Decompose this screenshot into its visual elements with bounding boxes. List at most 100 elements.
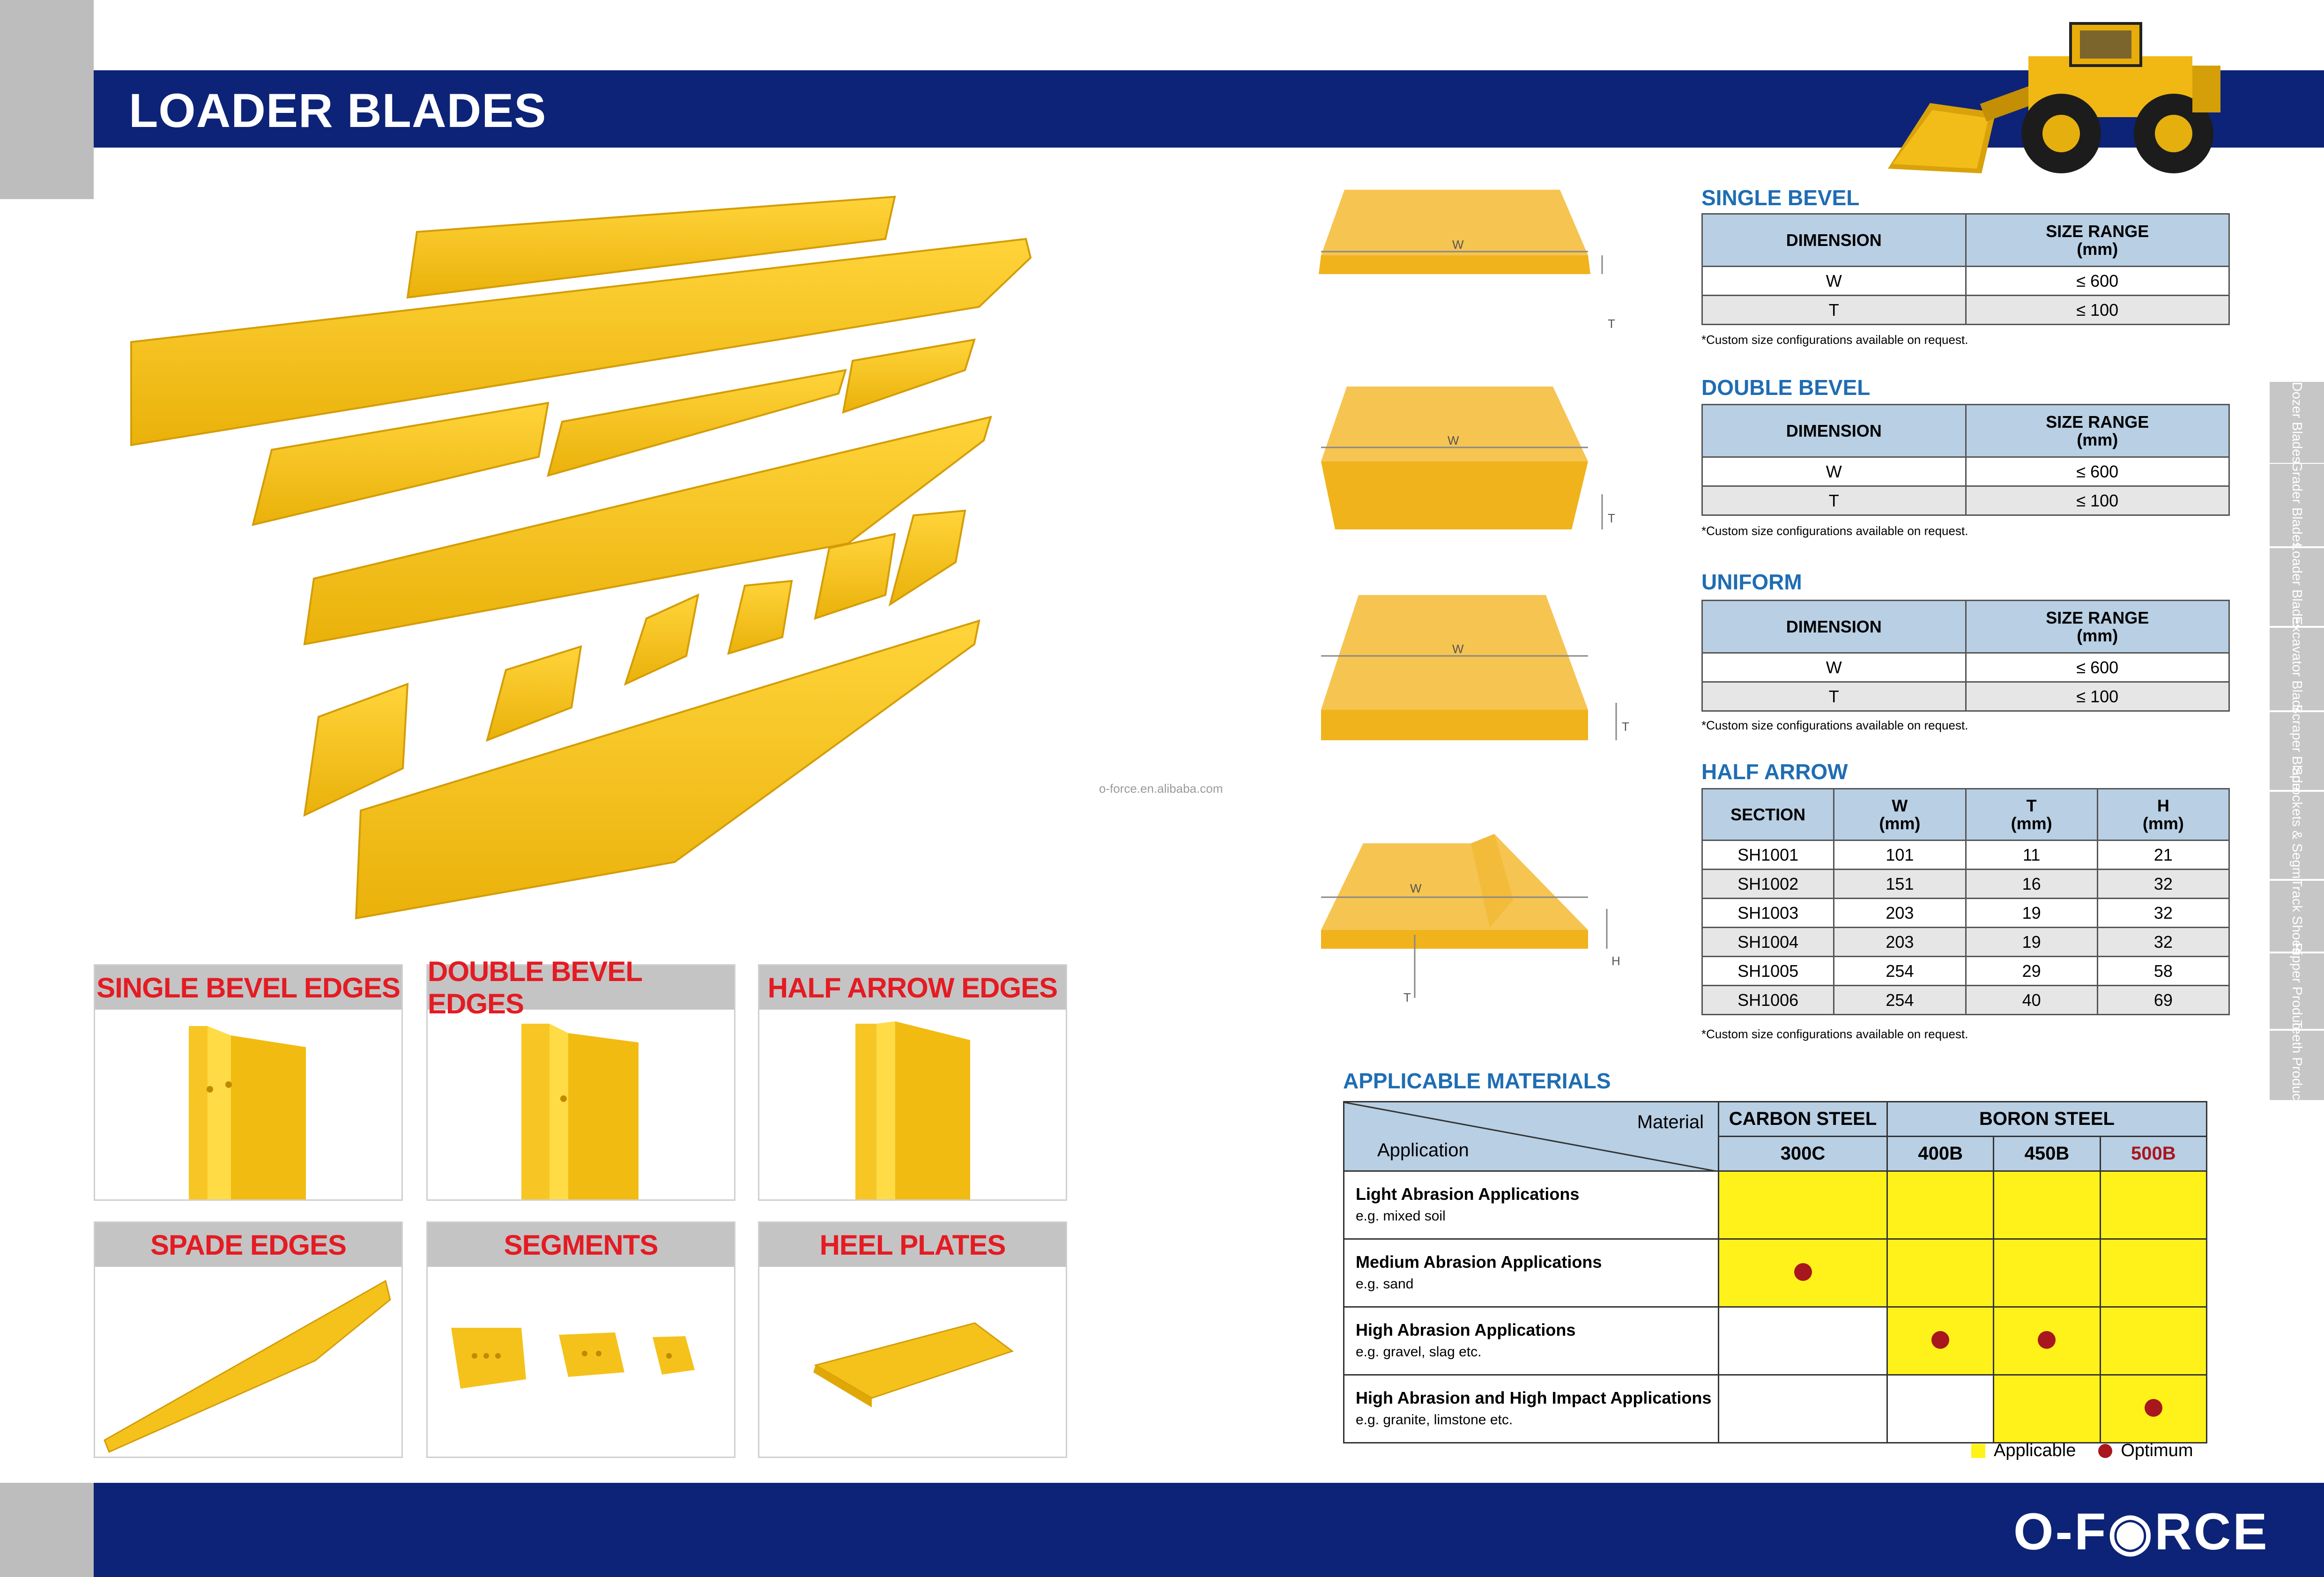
optimum-dot-icon: [1794, 1263, 1812, 1281]
application-cell: High Abrasion and High Impact Applicatio…: [1343, 1374, 1719, 1443]
size-cell: ≤ 100: [1965, 485, 2230, 516]
dim-cell: T: [1701, 681, 1967, 712]
w-header-line1: W: [1892, 796, 1908, 815]
single-bevel-table: DIMENSION SIZE RANGE(mm) W≤ 600 T≤ 100: [1701, 213, 2230, 325]
material-cell: [1993, 1170, 2101, 1240]
w-cell: 203: [1833, 898, 1967, 928]
material-cell: [1993, 1306, 2101, 1376]
application-name: High Abrasion Applications: [1356, 1320, 1576, 1339]
single-bevel-note: *Custom size configurations available on…: [1701, 333, 1968, 347]
application-name: High Abrasion and High Impact Applicatio…: [1356, 1388, 1712, 1407]
t-cell: 40: [1965, 985, 2098, 1015]
half-arrow-edge-image: [759, 1010, 1066, 1199]
material-cell: [1718, 1374, 1888, 1443]
size-cell: ≤ 600: [1965, 456, 2230, 487]
t-label: T: [1403, 990, 1411, 1004]
footer-bar: [94, 1483, 2324, 1577]
half-arrow-note: *Custom size configurations available on…: [1701, 1027, 1968, 1041]
card-single-bevel-edges[interactable]: SINGLE BEVEL EDGES: [94, 964, 403, 1201]
table-row: High Abrasion and High Impact Applicatio…: [1343, 1374, 2208, 1443]
w-label: W: [1448, 433, 1459, 447]
application-example: e.g. sand: [1356, 1276, 1414, 1292]
side-tab-2[interactable]: Loader Blades: [2270, 543, 2324, 631]
optimum-dot-icon: [2038, 1331, 2056, 1349]
o-force-logo: O-F◉RCE: [2013, 1503, 2269, 1561]
uniform-table: DIMENSION SIZE RANGE(mm) W≤ 600 T≤ 100: [1701, 600, 2230, 712]
material-cell: [1993, 1374, 2101, 1443]
h-cell: 58: [2096, 956, 2230, 986]
corner-block-bottom: [0, 1483, 94, 1577]
h-cell: 32: [2096, 869, 2230, 899]
section-cell: SH1003: [1701, 898, 1835, 928]
w-header: W(mm): [1833, 788, 1967, 841]
page-title: LOADER BLADES: [129, 84, 547, 137]
card-title: SINGLE BEVEL EDGES: [95, 966, 401, 1010]
applicable-swatch: [1971, 1443, 1985, 1458]
watermark: o-force.en.alibaba.com: [1099, 781, 1223, 796]
size-cell: ≤ 600: [1965, 652, 2230, 683]
side-tab-7[interactable]: Ripper Products: [2270, 943, 2324, 1040]
uniform-title: UNIFORM: [1701, 570, 1802, 594]
size-range-header: SIZE RANGE(mm): [1965, 600, 2230, 654]
side-tab-1[interactable]: Grader Blades: [2270, 461, 2324, 549]
section-cell: SH1001: [1701, 840, 1835, 870]
h-header-line2: (mm): [2142, 813, 2184, 833]
side-tab-6[interactable]: Track Shoes: [2270, 878, 2324, 954]
side-tab-0[interactable]: Dozer Blades: [2270, 381, 2324, 464]
double-bevel-table: DIMENSION SIZE RANGE(mm) W≤ 600 T≤ 100: [1701, 404, 2230, 516]
grade-header: 400B: [1886, 1136, 1995, 1172]
section-cell: SH1005: [1701, 956, 1835, 986]
grade-header: 450B: [1993, 1136, 2101, 1172]
card-title: SPADE EDGES: [95, 1223, 401, 1267]
h-label: H: [1611, 954, 1620, 968]
card-title: SEGMENTS: [428, 1223, 734, 1267]
corner-header: Material Application: [1343, 1101, 1719, 1172]
w-label: W: [1452, 642, 1464, 656]
size-range-line1: SIZE RANGE: [2046, 608, 2149, 627]
materials-title: APPLICABLE MATERIALS: [1343, 1069, 1611, 1093]
single-bevel-title: SINGLE BEVEL: [1701, 186, 1860, 210]
dim-cell: T: [1701, 295, 1967, 325]
card-double-bevel-edges[interactable]: DOUBLE BEVEL EDGES: [426, 956, 735, 1201]
side-tab-8[interactable]: Teeth Products: [2270, 1020, 2324, 1111]
uniform-diagram: W T: [1321, 595, 1629, 740]
dimension-header: DIMENSION: [1701, 404, 1967, 458]
side-tab-label: Dozer Blades: [2289, 381, 2304, 463]
material-cell: [2099, 1170, 2208, 1240]
card-half-arrow-edges[interactable]: HALF ARROW EDGES: [758, 964, 1067, 1201]
t-cell: 16: [1965, 869, 2098, 899]
half-arrow-title: HALF ARROW: [1701, 759, 1848, 784]
w-cell: 254: [1833, 985, 1967, 1015]
application-example: e.g. granite, limstone etc.: [1356, 1412, 1513, 1428]
application-name: Light Abrasion Applications: [1356, 1184, 1580, 1204]
w-cell: 151: [1833, 869, 1967, 899]
card-segments[interactable]: SEGMENTS: [426, 1221, 735, 1458]
size-range-header: SIZE RANGE(mm): [1965, 213, 2230, 267]
card-heel-plates[interactable]: HEEL PLATES: [758, 1221, 1067, 1458]
t-cell: 19: [1965, 898, 2098, 928]
card-spade-edges[interactable]: SPADE EDGES: [94, 1221, 403, 1458]
side-tab-3[interactable]: Excavator Blades: [2270, 616, 2324, 722]
legend-optimum-label: Optimum: [2121, 1441, 2193, 1460]
material-cell: [2099, 1374, 2208, 1443]
wheel-loader-image: [1888, 22, 2220, 173]
side-tab-4[interactable]: Scraper Blades: [2270, 705, 2324, 797]
t-label: T: [1608, 511, 1615, 525]
w-label: W: [1452, 238, 1464, 252]
t-header: T(mm): [1965, 788, 2098, 841]
corner-diagonal: [1344, 1102, 1719, 1172]
material-cell: [1886, 1306, 1995, 1376]
loader-blades-illustration: [130, 195, 1032, 920]
size-range-line2: (mm): [2077, 239, 2118, 259]
side-tab-5[interactable]: Sprockets & Segments: [2270, 766, 2324, 904]
single-bevel-edge-image: [95, 1010, 401, 1199]
material-cell: [1718, 1170, 1888, 1240]
